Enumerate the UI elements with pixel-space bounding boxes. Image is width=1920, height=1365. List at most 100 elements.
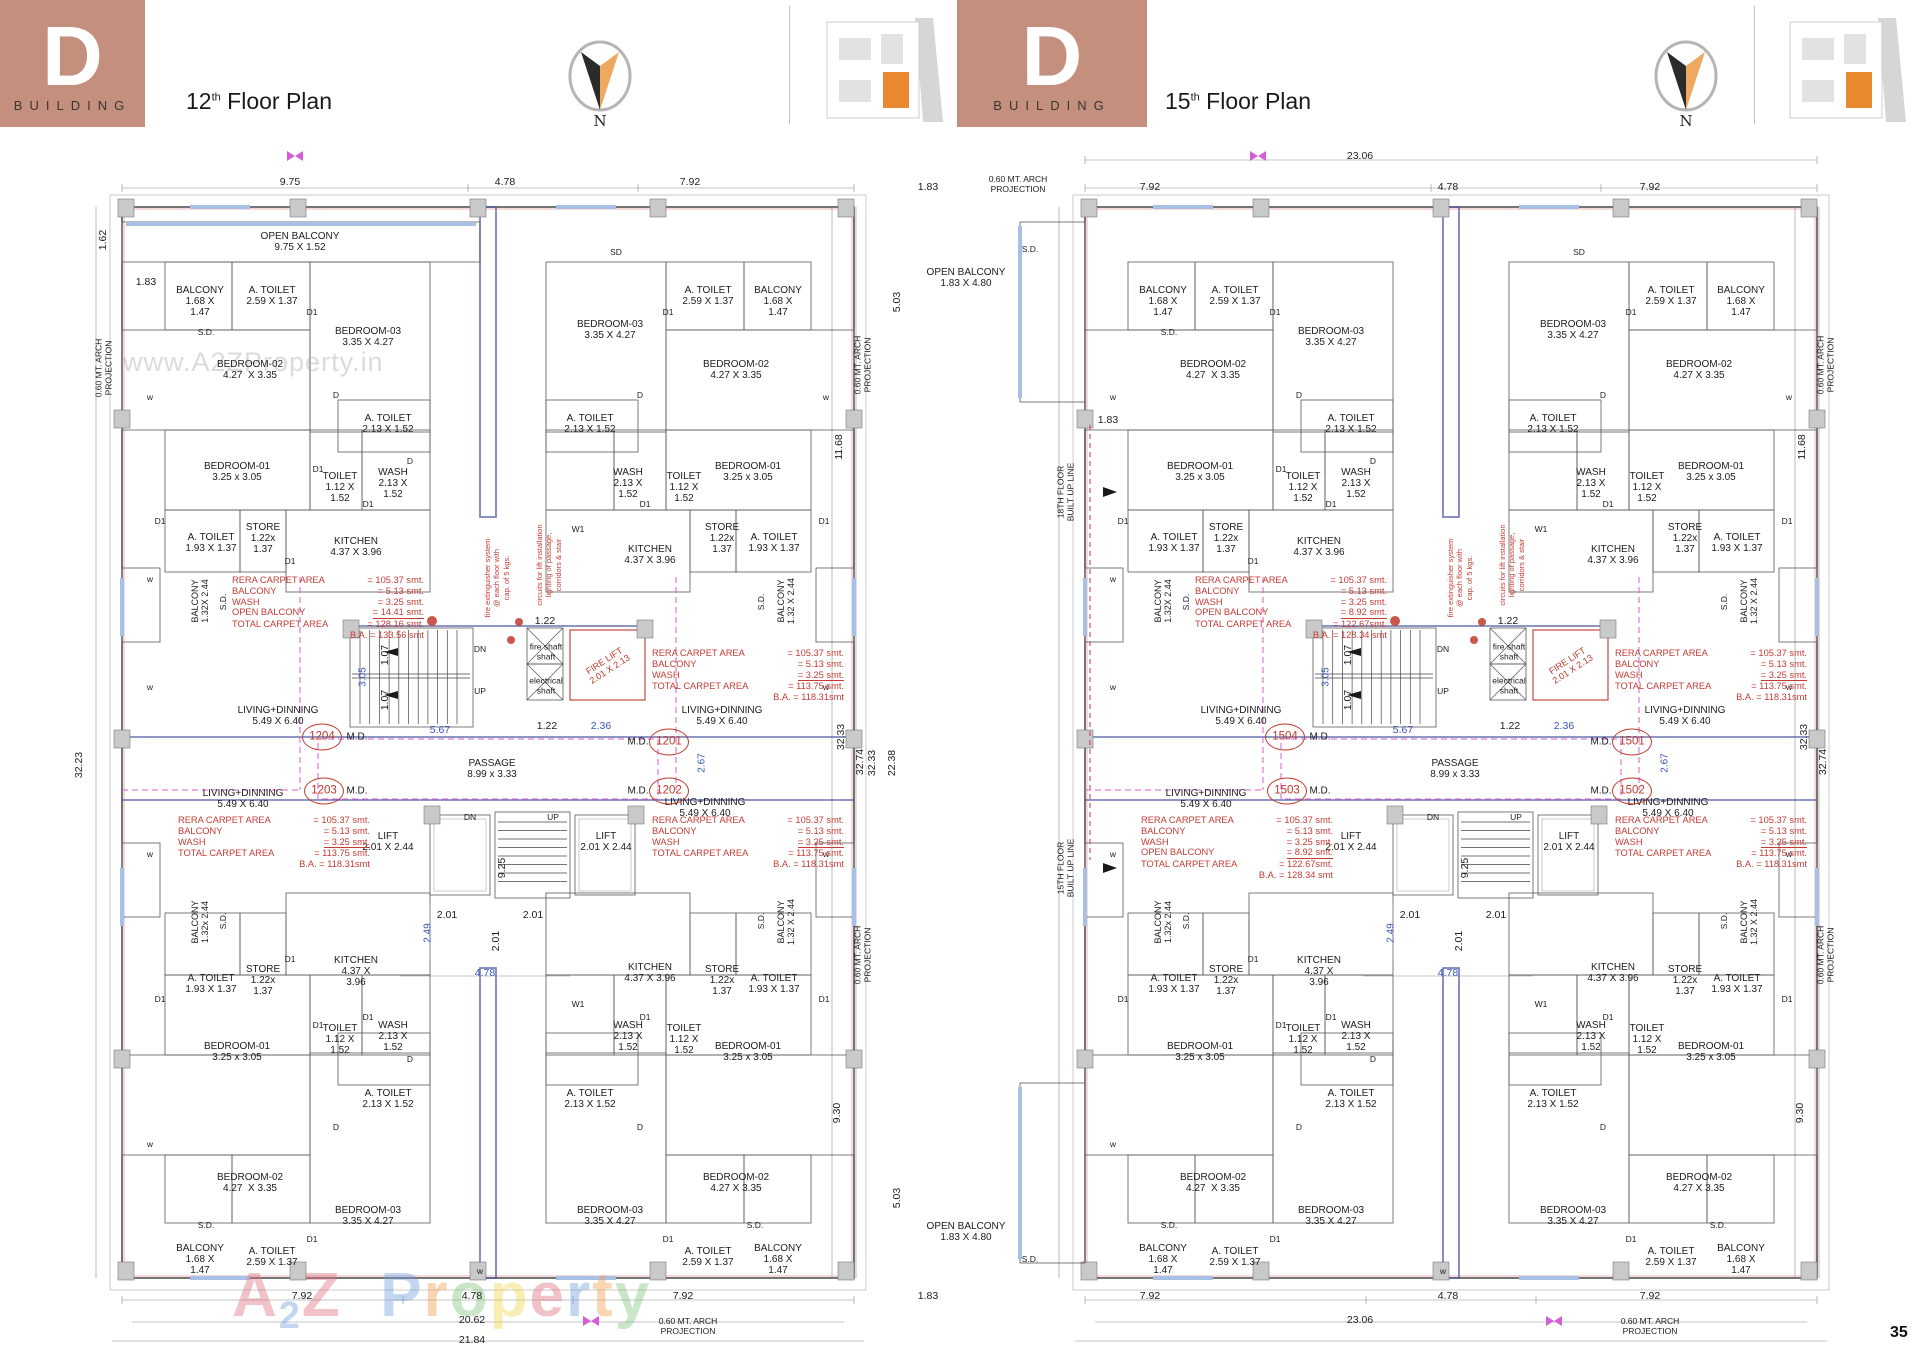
room-label: fire shaft shaft [1492,641,1526,661]
dim-label: 1.07 [1342,689,1355,711]
room-label: M.D. [1309,731,1331,743]
room-label: S.D. [197,1220,215,1231]
dim-label: 7.92 [1639,181,1661,194]
room-label: BALCONY 1.68 X 1.47 [1717,285,1765,319]
room-label: A. TOILET 2.13 X 1.52 [1325,412,1377,435]
room-label: LIFT 2.01 X 2.44 [580,830,632,853]
room-label: w [146,682,154,693]
room-label: D1 [312,464,324,475]
room-label: KITCHEN 4.37 X 3.96 [330,535,382,558]
room-label: BEDROOM-01 3.25 x 3.05 [203,460,271,483]
room-label: D1 [362,1012,374,1023]
dim-label: 32.23 [73,751,86,779]
room-label: BEDROOM-02 4.27 X 3.35 [1665,358,1733,381]
highlighted-building [1846,72,1872,108]
dim-label: 2.01 [1485,909,1507,922]
dim-label: 0.60 MT. ARCH PROJECTION [658,1315,718,1336]
dim-label: 0.60 MT. ARCH PROJECTION [93,338,113,398]
unit-number-badge: 1204 [302,723,342,751]
room-label: w [1109,1139,1117,1150]
room-label: S.D. [1709,1220,1727,1231]
room-label: UP [547,812,559,823]
room-label: D1 [154,994,166,1005]
dim-label: 20.62 [458,1314,486,1327]
building-badge: D BUILDING [0,0,145,127]
dim-label: 7.92 [1639,1290,1661,1303]
room-label: WASH 2.13 X 1.52 [1576,1020,1606,1054]
room-label: A. TOILET 2.59 X 1.37 [1645,284,1697,307]
room-label: S.D. [1021,244,1039,255]
room-label: D1 [639,499,651,510]
building-letter: D [1021,9,1083,103]
room-label: STORE 1.22x 1.37 [704,522,740,556]
rera-area-block: RERA CARPET AREA= 105.37 smt.BALCONY= 5.… [1141,815,1333,880]
room-label: D [636,1122,644,1133]
dim-label: 2.49 [422,923,434,943]
room-label: D1 [1781,994,1793,1005]
room-label: OPEN BALCONY 1.83 X 4.80 [926,1220,1006,1243]
room-label: D1 [1325,499,1337,510]
dim-label: 2.36 [590,720,612,733]
room-label: A. TOILET 2.13 X 1.52 [564,412,616,435]
room-label: KITCHEN 4.37 X 3.96 [1293,535,1345,558]
dim-label: 2.01 [490,930,503,952]
room-label: D [1369,1054,1377,1065]
room-label: D [406,456,414,467]
room-label: w [1109,392,1117,403]
room-label: M.D. [1590,736,1612,748]
room-label: A. TOILET 2.59 X 1.37 [682,1245,734,1268]
floor-number: 15 [1165,88,1191,114]
room-label: BEDROOM-02 4.27 X 3.35 [216,358,284,381]
room-label: D1 [284,556,296,567]
room-label: D1 [1269,1234,1281,1245]
watermark-letter: Z [301,1261,342,1330]
room-label: LIVING+DINNING 5.49 X 6.40 [1627,796,1709,819]
room-label: LIFT 2.01 X 2.44 [1325,830,1377,853]
room-label: OPEN BALCONY 1.83 X 4.80 [926,266,1006,289]
room-label: STORE 1.22x 1.37 [245,522,281,556]
watermark-letter [342,1260,380,1331]
room-label: STORE 1.22x 1.37 [1208,522,1244,556]
room-label: S.D. [197,327,215,338]
dim-label: 2.49 [1385,923,1397,943]
room-label: w [146,849,154,860]
dim-label: 1.83 [917,1290,939,1303]
room-label: D1 [1625,307,1637,318]
dim-label: 2.67 [696,753,708,773]
room-label: W1 [571,999,585,1010]
watermark-logo: A2Z Property [232,1260,651,1337]
dim-label: 32.74 [1817,748,1830,776]
red-annotation: circuits for lift installation lighting … [534,524,563,606]
room-label: WASH 2.13 X 1.52 [613,467,643,501]
room-label: S.D. [1181,593,1192,611]
room-label: DN [463,812,477,823]
dim-label: 11.68 [833,434,846,460]
dim-label: 0.60 MT. ARCH PROJECTION [852,335,872,395]
room-label: D [1295,1122,1303,1133]
dim-label: 2.01 [1453,930,1466,952]
room-label: D [1295,390,1303,401]
room-label: WASH 2.13 X 1.52 [1576,467,1606,501]
dim-label: 1.07 [1342,644,1355,666]
key-plan-icon [1789,18,1906,122]
dim-label: 1.22 [536,720,558,733]
room-label: TOILET 1.12 X 1.52 [322,1023,358,1057]
page-title: 15th Floor Plan [1165,88,1311,115]
dim-label: 1.22 [534,615,556,628]
floor-number: 12 [186,88,212,114]
room-label: S.D. [218,593,229,611]
rera-area-block: RERA CARPET AREA= 105.37 smt.BALCONY= 5.… [652,648,844,703]
dim-label: 4.78 [1437,967,1459,980]
room-label: BALCONY 1.32 X 2.44 [775,898,796,946]
room-label: S.D. [218,912,229,930]
dim-label: 1.83 [917,181,939,194]
room-label: D1 [818,994,830,1005]
watermark-letter: r [565,1261,593,1330]
room-label: A. TOILET 1.93 X 1.37 [1148,972,1200,995]
room-label: D1 [639,1012,651,1023]
dim-label: 1.83 [135,276,157,289]
room-label: STORE 1.22x 1.37 [1667,522,1703,556]
room-label: D1 [1781,516,1793,527]
unit-number-badge: 1501 [1612,728,1652,756]
dim-label: 7.92 [679,176,701,189]
